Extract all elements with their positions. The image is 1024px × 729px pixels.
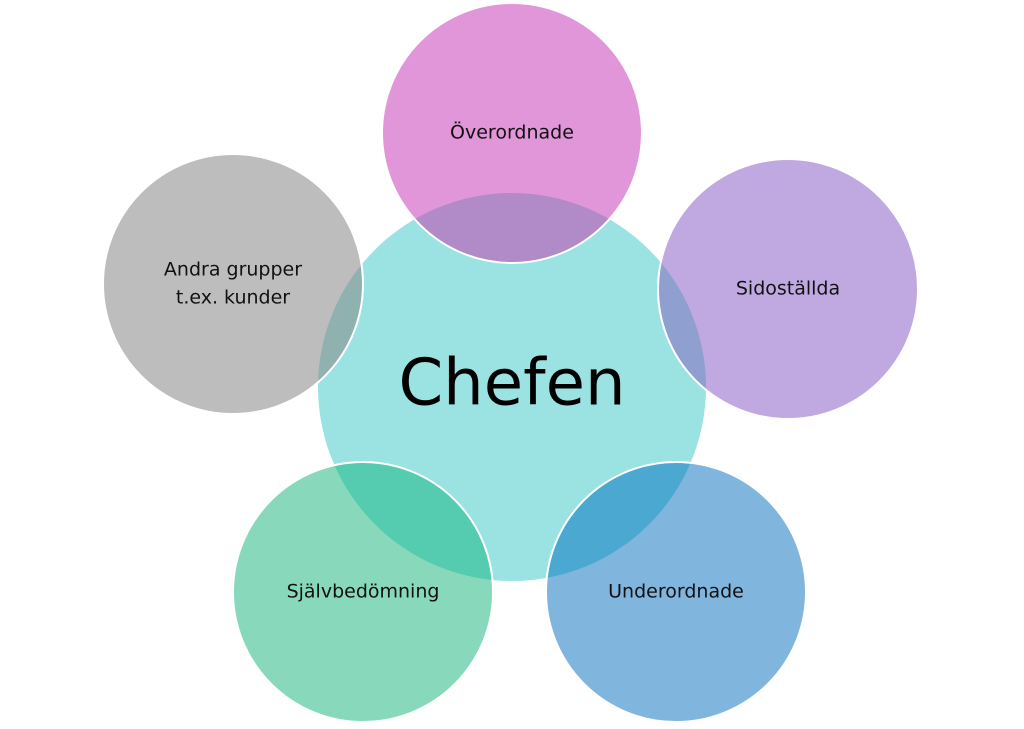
node-outline-overordnade (381, 2, 643, 264)
node-label-sjalvbedomning: Självbedömning (287, 581, 440, 603)
node-circle-overordnade (382, 3, 642, 263)
node-label-andra-grupper: Andra grupper (164, 259, 302, 281)
node-circle-sidostallda (658, 159, 918, 419)
node-outline-sjalvbedomning (232, 461, 494, 723)
overlap-underordnade (546, 462, 706, 581)
node-outline-sidostallda (657, 158, 919, 420)
node-label-underordnade: Underordnade (608, 581, 744, 603)
node-label-sidostallda: Sidoställda (736, 278, 840, 300)
overlap-sjalvbedomning (318, 462, 493, 581)
node-outline-andra-grupper (102, 153, 364, 415)
node-label-andra-grupper: t.ex. kunder (176, 287, 290, 309)
node-outline-underordnade (545, 461, 807, 723)
node-label-overordnade: Överordnade (450, 121, 574, 144)
center-label: Chefen (398, 347, 625, 421)
node-circle-andra-grupper (103, 154, 363, 414)
